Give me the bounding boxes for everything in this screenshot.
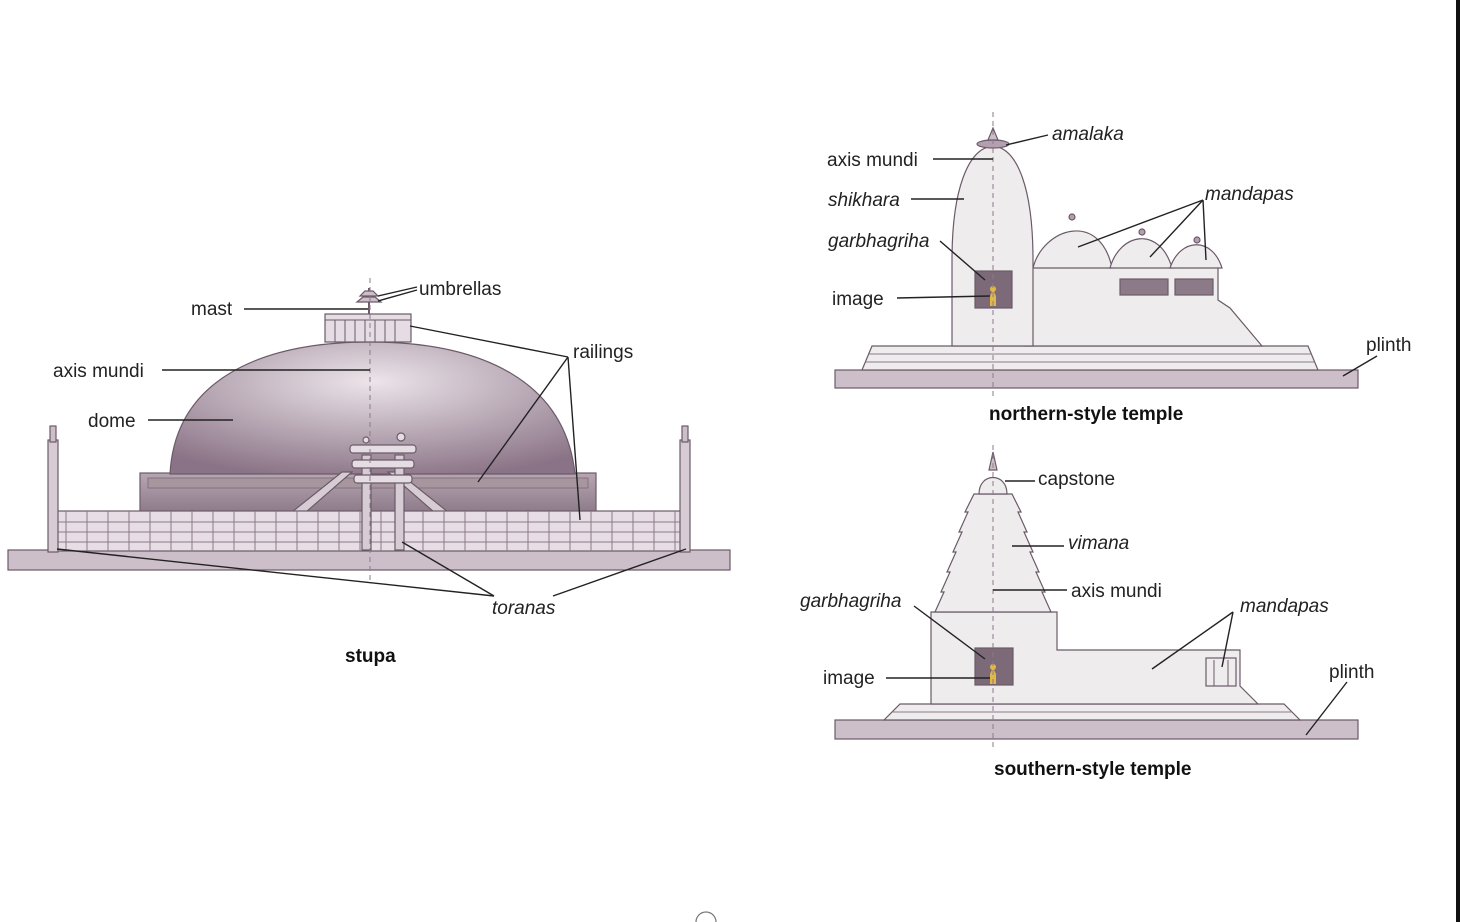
label-mandapas: mandapas (1240, 596, 1329, 617)
label-amalaka: amalaka (1052, 124, 1124, 145)
southern-plinth (834, 719, 1359, 740)
label-mandapas: mandapas (1205, 184, 1294, 205)
label-railings: railings (573, 342, 633, 363)
northern-temple-drawing: amalaka axis mundi shikhara mandapas gar… (827, 112, 1411, 425)
caption-northern-temple: northern-style temple (989, 404, 1183, 425)
northern-image-figure (990, 290, 996, 306)
stupa-torana-right (679, 425, 691, 553)
northern-plinth (834, 369, 1359, 389)
stupa-dome (169, 341, 576, 475)
stupa-torana-left (47, 425, 59, 553)
label-image: image (832, 289, 884, 310)
right-edge-border (1456, 0, 1460, 922)
stupa-torana-center (349, 432, 417, 551)
label-axis-mundi: axis mundi (827, 150, 918, 171)
label-toranas: toranas (492, 598, 556, 619)
label-image: image (823, 668, 875, 689)
stupa-drawing: umbrellas mast railings axis mundi dome … (7, 278, 731, 667)
southern-temple-drawing: capstone vimana axis mundi garbhagriha m… (800, 445, 1374, 780)
label-plinth: plinth (1366, 335, 1411, 356)
stupa-harmika (324, 313, 412, 343)
label-umbrellas: umbrellas (419, 279, 501, 300)
copyright-icon (695, 911, 717, 922)
label-vimana: vimana (1068, 533, 1129, 554)
label-axis-mundi: axis mundi (1071, 581, 1162, 602)
southern-image-figure (990, 668, 996, 684)
label-garbhagriha: garbhagriha (828, 231, 929, 252)
label-capstone: capstone (1038, 469, 1115, 490)
caption-southern-temple: southern-style temple (994, 759, 1191, 780)
label-plinth: plinth (1329, 662, 1374, 683)
label-shikhara: shikhara (828, 190, 900, 211)
label-axis-mundi: axis mundi (53, 361, 144, 382)
caption-stupa: stupa (345, 646, 396, 667)
label-mast: mast (191, 299, 233, 320)
label-dome: dome (88, 411, 136, 432)
stupa-ground (7, 549, 731, 571)
label-garbhagriha: garbhagriha (800, 591, 901, 612)
